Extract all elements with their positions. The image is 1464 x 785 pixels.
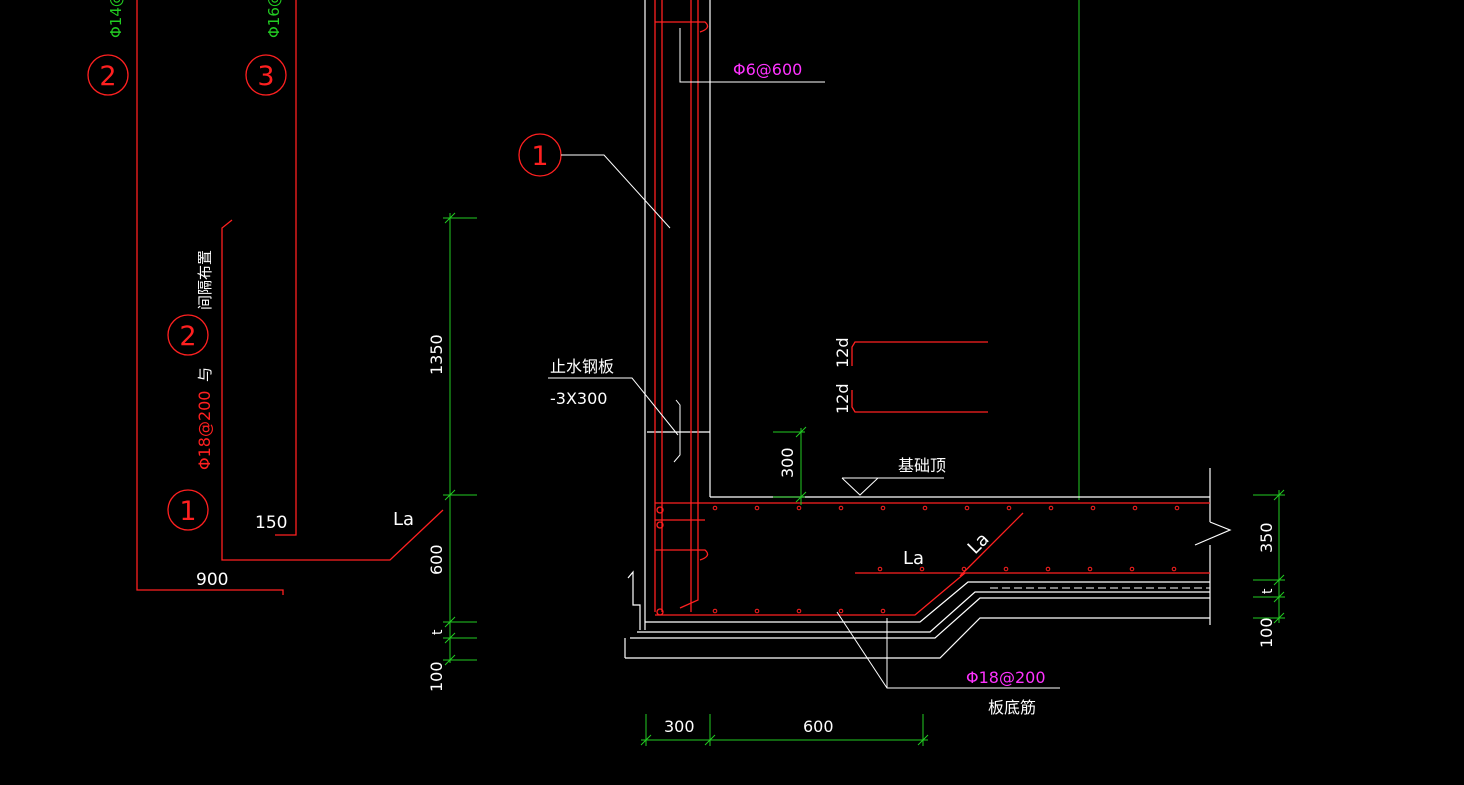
dim-1350: 1350	[427, 334, 446, 375]
dim-600-bottom: 600	[803, 717, 834, 736]
rebar-dot	[1045, 566, 1051, 572]
left-bar-shape-2	[221, 219, 444, 561]
left-vertical-dimension	[443, 212, 477, 666]
waterstop-leader	[548, 377, 681, 463]
length-900: 900	[196, 570, 228, 590]
left-bar-shape-3	[275, 0, 297, 536]
rebar-dot	[1090, 505, 1096, 511]
rebar-dot	[922, 505, 928, 511]
bottom-bar-name: 板底筋	[988, 698, 1036, 717]
callout-1-mid-number: 1	[179, 496, 196, 527]
rebar-dot	[1174, 505, 1180, 511]
slab-rebar-dots	[712, 505, 1180, 614]
rebar-dot	[880, 608, 886, 614]
rebar-dot	[796, 505, 802, 511]
hook-12d-bottom: 12d	[833, 383, 852, 414]
rebar-dot	[712, 608, 718, 614]
slab-rebar	[655, 502, 1210, 616]
rebar-dot	[1087, 566, 1093, 572]
right-vertical-dimension	[1253, 489, 1285, 624]
rebar-dot	[877, 566, 883, 572]
rebar-dot	[838, 608, 844, 614]
rebar-dot	[1132, 505, 1138, 511]
dim-t-left: t	[430, 629, 446, 635]
dim-100-left: 100	[427, 661, 446, 692]
la-main: La	[903, 548, 924, 569]
rebar-dot	[796, 608, 802, 614]
rebar-dot	[1003, 566, 1009, 572]
callout-3-top-text: Φ16@	[265, 0, 283, 38]
callout-2-mid-number: 2	[179, 321, 196, 352]
rebar-dot	[838, 505, 844, 511]
waterstop-size: -3X300	[550, 389, 607, 408]
callout-1-mid: 1	[167, 489, 209, 531]
and-note: 与	[196, 367, 214, 382]
rebar-dot	[712, 505, 718, 511]
rebar-dot	[919, 566, 925, 572]
slab-bottom-layers	[624, 570, 1210, 659]
bottom-horizontal-dimension	[640, 714, 929, 746]
callout-2-top: 2 Φ14@	[87, 0, 129, 96]
left-bar-shape-1	[136, 0, 284, 595]
rebar-dot	[1006, 505, 1012, 511]
stirrup-label: Φ6@600	[733, 60, 802, 79]
rebar-dot	[1129, 566, 1135, 572]
spacing-note: 间隔布置	[196, 250, 214, 310]
hook-12d-top: 12d	[833, 337, 852, 368]
callout-3-top: 3 Φ16@	[245, 0, 287, 96]
rebar-dot	[754, 608, 760, 614]
stirrup-leader	[679, 28, 825, 83]
callout-1-main-number: 1	[531, 141, 548, 172]
wall-rebar	[654, 0, 709, 616]
dim-350-right: 350	[1257, 522, 1276, 553]
rebar-dot	[961, 566, 967, 572]
callout-2-top-text: Φ14@	[107, 0, 125, 38]
length-150: 150	[255, 513, 287, 533]
dim-600-left: 600	[427, 544, 446, 575]
left-bar-spec: Φ18@200	[195, 391, 214, 471]
rebar-dot	[880, 505, 886, 511]
foundation-top-label: 基础顶	[898, 456, 946, 475]
la-left: La	[393, 509, 414, 530]
wall-dimension-300	[773, 426, 807, 505]
dim-300-bottom: 300	[664, 717, 695, 736]
rebar-dot	[1048, 505, 1054, 511]
waterstop-title: 止水钢板	[550, 357, 614, 376]
foundation-top-marker	[841, 477, 944, 496]
rebar-dot	[1171, 566, 1177, 572]
rebar-dot	[754, 505, 760, 511]
dim-t-right: t	[1260, 588, 1276, 594]
bottom-bar-spec: Φ18@200	[966, 668, 1046, 687]
rebar-dot	[964, 505, 970, 511]
callout-3-top-number: 3	[257, 61, 274, 92]
hook-12d-marks	[851, 341, 988, 413]
callout-2-top-number: 2	[99, 61, 116, 92]
dim-100-right: 100	[1257, 617, 1276, 648]
dim-300-wall: 300	[778, 447, 797, 478]
bottom-bar-leader	[836, 611, 1060, 689]
callout-2-mid: 2	[167, 314, 209, 356]
callout-1-main: 1	[518, 133, 671, 229]
